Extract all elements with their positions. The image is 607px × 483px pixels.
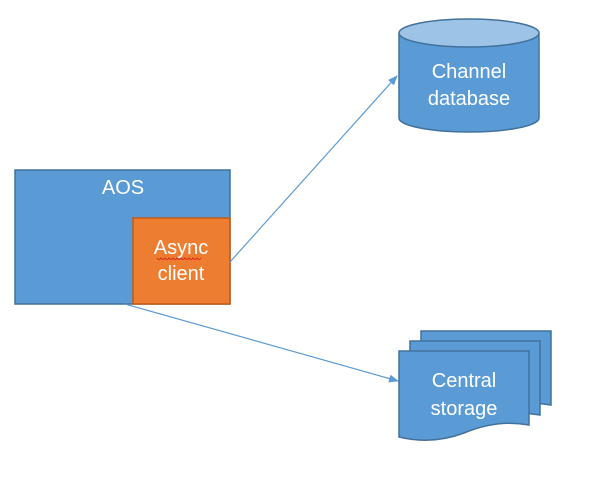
connector-to-channel-database (229, 75, 398, 263)
database-cylinder-top (398, 18, 540, 48)
async-client-box (132, 217, 231, 305)
central-storage-label-line2: storage (431, 398, 498, 420)
aos-label: AOS (102, 177, 144, 199)
async-client-node: Async client (132, 217, 231, 305)
spellcheck-underline (156, 257, 202, 260)
document-front (398, 350, 530, 441)
central-storage-label-line1: Central (432, 370, 496, 392)
channel-database-label-line1: Channel (432, 61, 507, 83)
connector-to-central-storage (124, 303, 399, 383)
async-client-label-line2: client (158, 263, 205, 285)
database-cylinder-body (398, 33, 540, 133)
channel-database-label-line2: database (428, 88, 510, 110)
async-client-label-line1: Async (154, 237, 208, 259)
channel-database-node: Channel database (398, 18, 540, 133)
central-storage-node: Central storage (398, 330, 552, 441)
